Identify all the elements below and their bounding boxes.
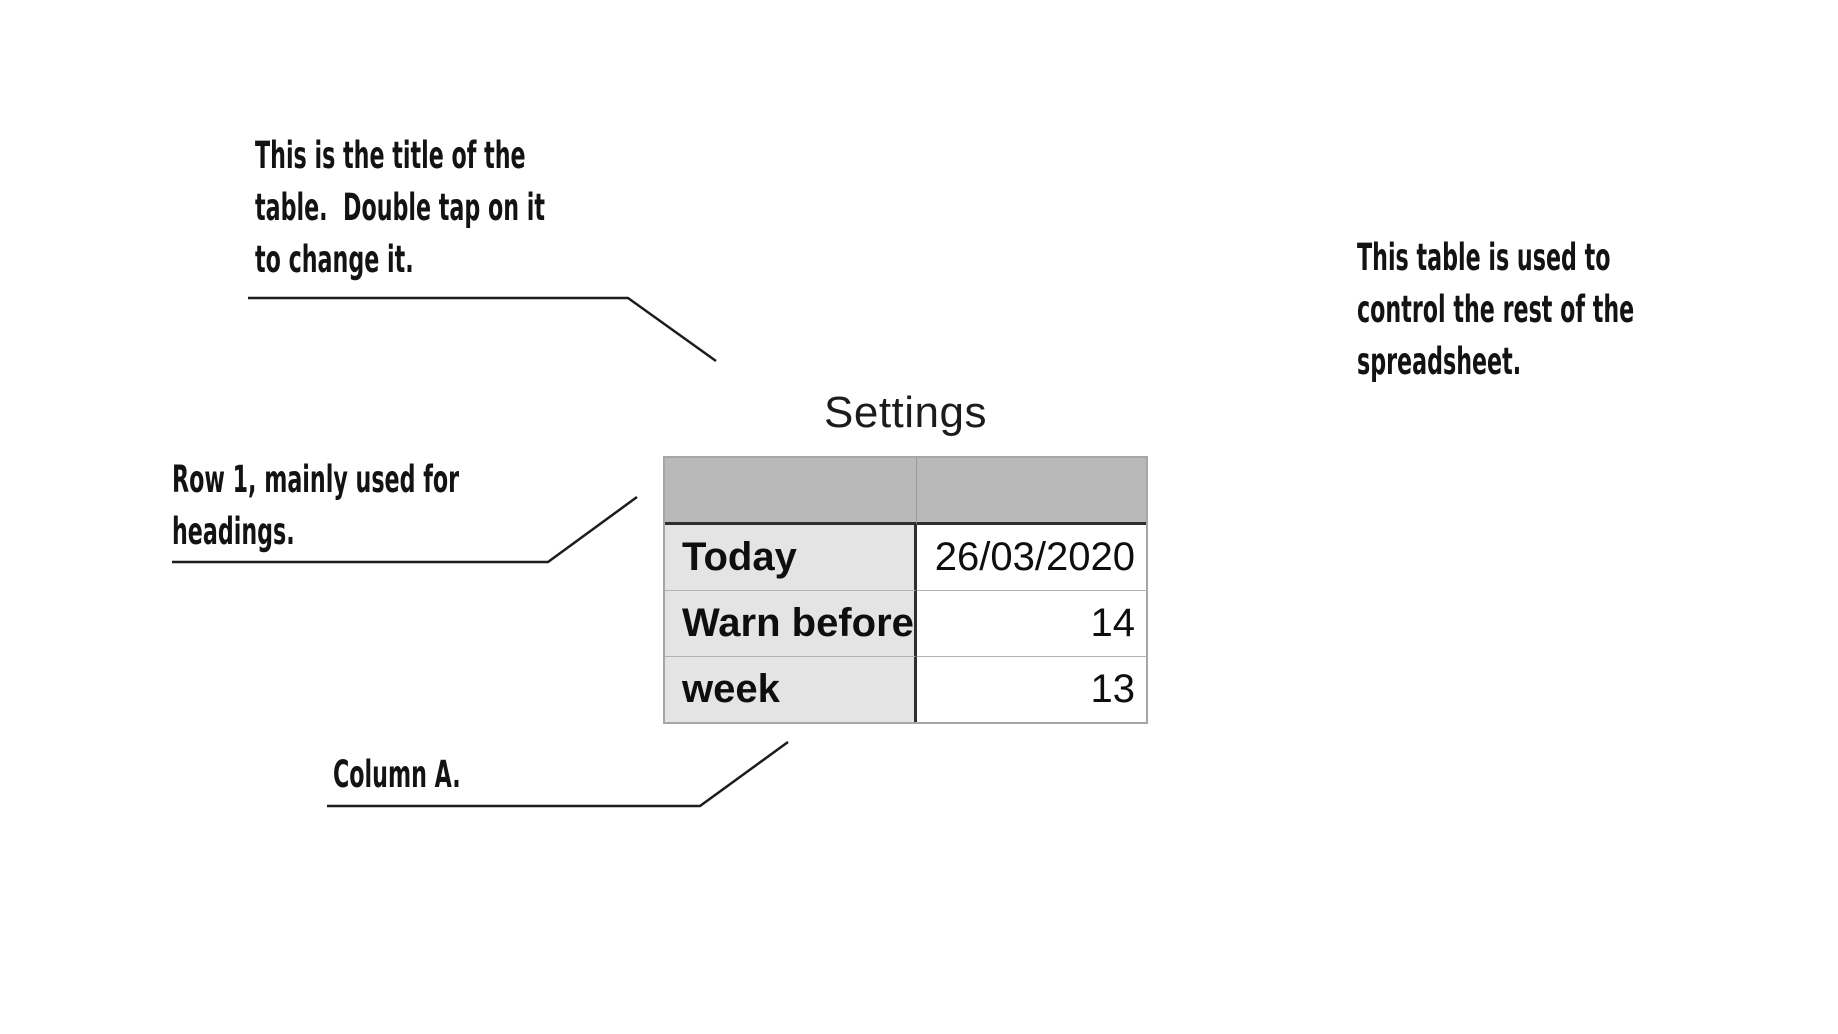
row-label-cell-week[interactable]: week bbox=[665, 657, 917, 722]
settings-table: Today 26/03/2020 Warn before 14 week 13 bbox=[663, 456, 1148, 724]
note-line: Column A. bbox=[333, 753, 461, 796]
leader-line-title-note bbox=[248, 296, 717, 363]
row-label-cell-today[interactable]: Today bbox=[665, 525, 917, 591]
note-row1: Row 1, mainly used for headings. bbox=[172, 454, 459, 558]
note-line: to change it. bbox=[255, 238, 414, 281]
header-cell-b1[interactable] bbox=[917, 458, 1146, 525]
note-line: control the rest of the bbox=[1357, 288, 1635, 331]
note-line: table. Double tap on it bbox=[255, 186, 546, 229]
note-line: spreadsheet. bbox=[1357, 340, 1522, 383]
note-table-title: This is the title of the table. Double t… bbox=[255, 130, 545, 286]
row-value-cell-warn-before[interactable]: 14 bbox=[917, 591, 1146, 657]
row-value-cell-week[interactable]: 13 bbox=[917, 657, 1146, 722]
table-title[interactable]: Settings bbox=[824, 388, 987, 437]
note-line: This table is used to bbox=[1357, 236, 1611, 279]
row-value-cell-today[interactable]: 26/03/2020 bbox=[917, 525, 1146, 591]
header-cell-a1[interactable] bbox=[665, 458, 917, 525]
note-line: Row 1, mainly used for bbox=[172, 458, 460, 501]
row-label-cell-warn-before[interactable]: Warn before bbox=[665, 591, 917, 657]
note-column-a: Column A. bbox=[333, 749, 461, 801]
note-line: This is the title of the bbox=[255, 134, 526, 177]
note-table-purpose: This table is used to control the rest o… bbox=[1357, 232, 1634, 388]
note-line: headings. bbox=[172, 510, 295, 553]
